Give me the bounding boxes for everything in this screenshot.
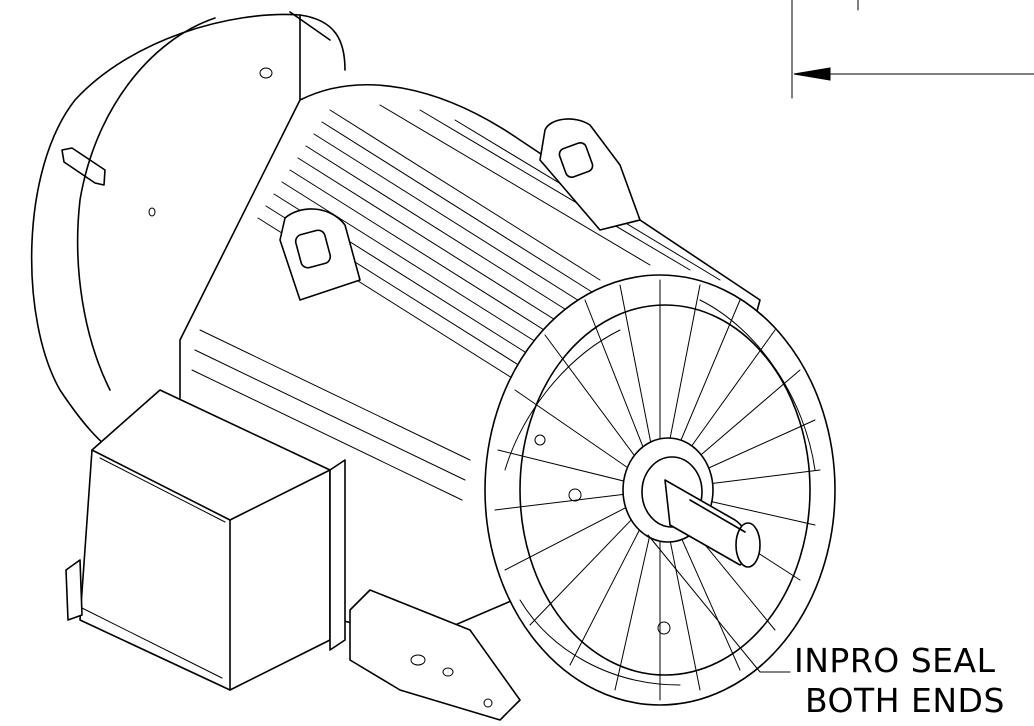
- dimension-marker: [791, 0, 1034, 99]
- callout-leader: [647, 534, 791, 673]
- lifting-lug-rear: [539, 118, 641, 231]
- dimension-arrowhead: [793, 67, 831, 81]
- conduit-box: [65, 389, 346, 691]
- motor-foot: [349, 589, 521, 721]
- bracket-holes: [534, 434, 671, 635]
- lifting-lug-front: [279, 208, 361, 301]
- callout-label-line1: INPRO SEAL: [794, 641, 996, 680]
- callout-label-line2: BOTH ENDS: [805, 681, 1005, 720]
- shaft-hub: [622, 437, 761, 568]
